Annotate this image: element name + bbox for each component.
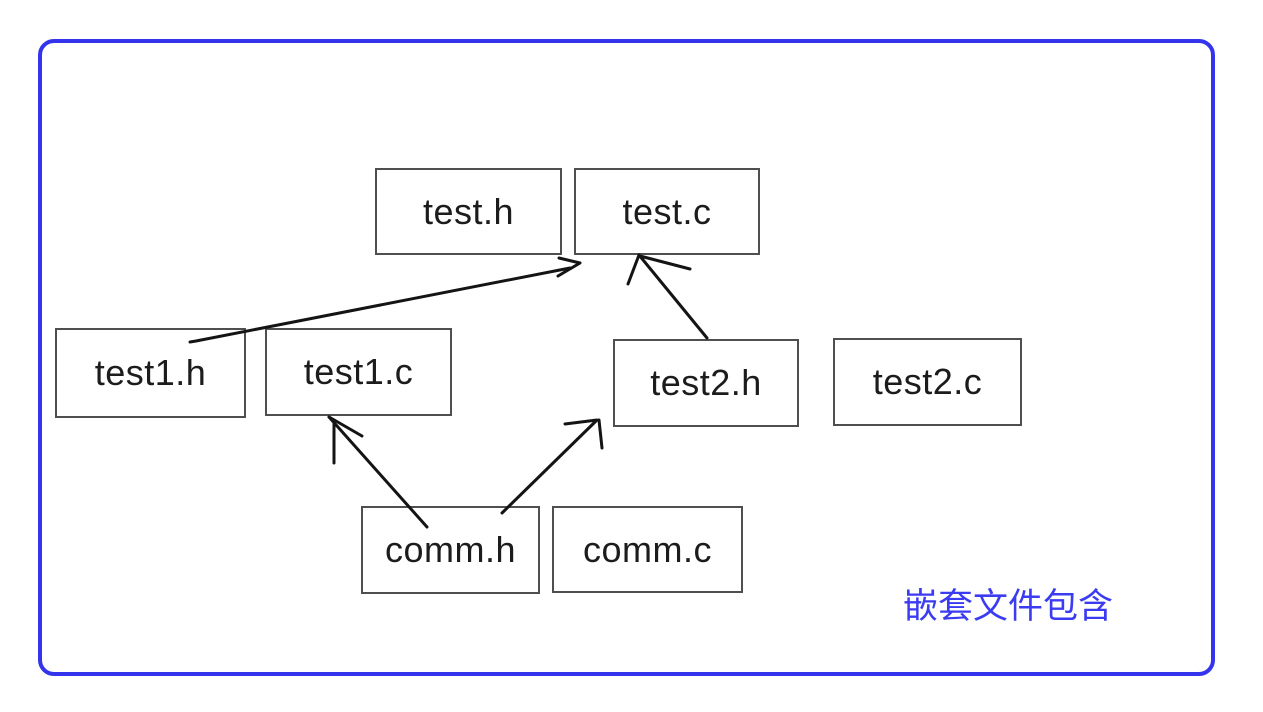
node-test2-c: test2.c	[833, 338, 1022, 426]
node-comm-c-label: comm.c	[583, 528, 712, 570]
node-test2-c-label: test2.c	[872, 361, 983, 402]
outer-frame	[38, 39, 1215, 676]
node-test1-h-label: test1.h	[94, 352, 207, 393]
node-test2-h: test2.h	[613, 339, 799, 427]
node-test-c: test.c	[574, 168, 760, 255]
caption-text: 嵌套文件包含	[903, 587, 1114, 626]
node-test-h-label: test.h	[422, 190, 515, 232]
node-comm-h: comm.h	[361, 506, 540, 594]
node-comm-h-label: comm.h	[384, 529, 517, 570]
node-test2-h-label: test2.h	[650, 362, 762, 403]
node-test-h: test.h	[375, 168, 562, 255]
node-test1-c: test1.c	[265, 328, 452, 416]
node-test1-c-label: test1.c	[303, 351, 414, 392]
node-comm-c: comm.c	[552, 506, 743, 593]
node-test-c-label: test.c	[622, 190, 712, 232]
node-test1-h: test1.h	[55, 328, 246, 418]
